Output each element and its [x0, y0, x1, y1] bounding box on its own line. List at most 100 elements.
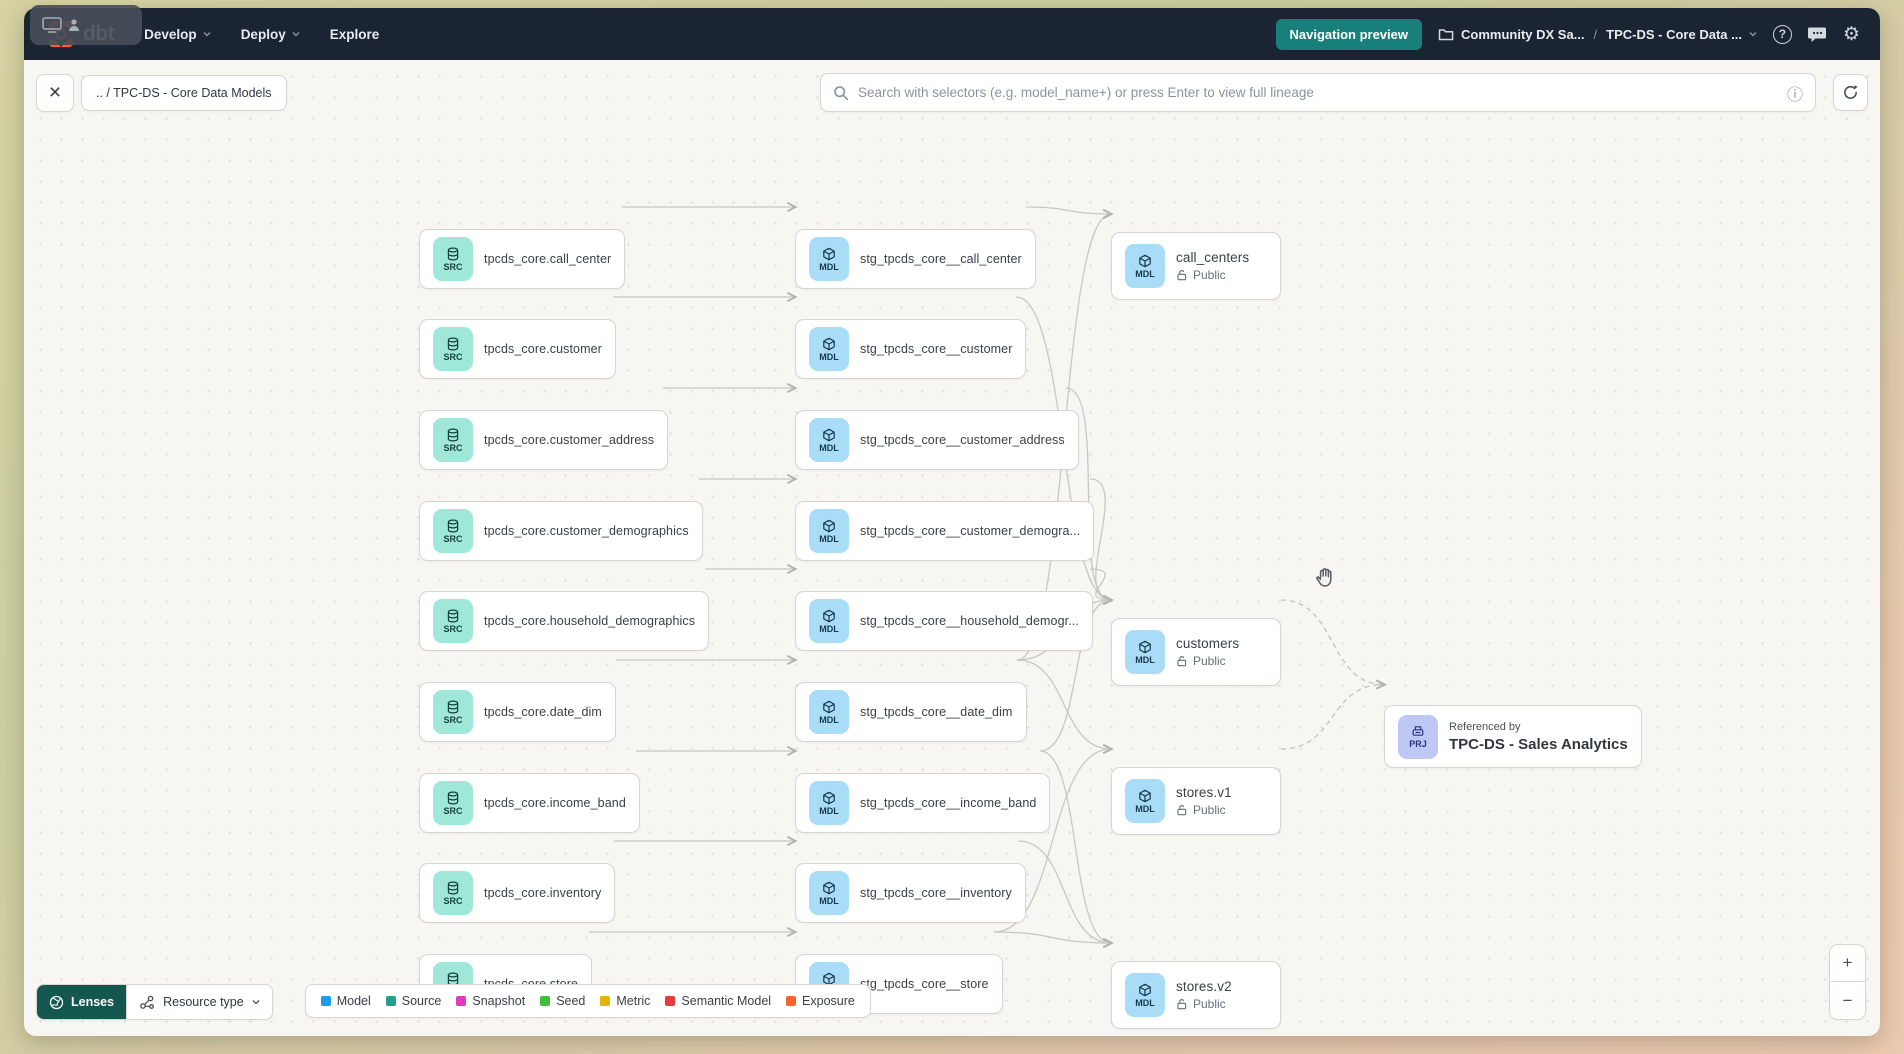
search-icon	[834, 85, 849, 100]
node-label: tpcds_core.customer_demographics	[484, 524, 689, 538]
lenses-button[interactable]: Lenses	[37, 985, 127, 1019]
cube-icon	[823, 881, 835, 894]
node-label: stores.v1	[1176, 785, 1232, 800]
node-label: stg_tpcds_core__income_band	[860, 796, 1037, 810]
refresh-icon	[1844, 85, 1858, 99]
mdl-badge: MDL	[809, 327, 849, 371]
chevron-down-icon[interactable]	[1749, 30, 1757, 38]
nav-menu-deploy[interactable]: Deploy	[241, 27, 300, 42]
cube-icon	[823, 609, 835, 622]
node-label: customers	[1176, 636, 1240, 651]
nav-menu-develop[interactable]: Develop	[144, 27, 211, 42]
cube-icon	[823, 428, 835, 441]
capture-indicator	[30, 5, 142, 45]
visibility-badge: Public	[1176, 803, 1232, 817]
public-unlock-icon	[1177, 656, 1187, 667]
legend-item-metric: Metric	[600, 994, 650, 1008]
lineage-breadcrumb-chip[interactable]: .. / TPC-DS - Core Data Models	[81, 75, 287, 111]
node-label: stg_tpcds_core__call_center	[860, 252, 1022, 266]
node-label: TPC-DS - Sales Analytics	[1449, 735, 1628, 753]
info-icon[interactable]: ⓘ	[1786, 86, 1803, 104]
database-icon	[447, 609, 459, 622]
node-label: stg_tpcds_core__customer	[860, 342, 1013, 356]
nav-menu-explore[interactable]: Explore	[329, 26, 380, 42]
legend-item-semantic-model: Semantic Model	[665, 994, 771, 1008]
mdl-badge: MDL	[1125, 244, 1165, 288]
nav-right-cluster: Navigation preview Community DX Sa... / …	[1275, 18, 1860, 50]
zoom-out-button[interactable]: −	[1830, 982, 1865, 1019]
node-label: tpcds_core.inventory	[484, 886, 602, 900]
cube-icon	[1139, 983, 1151, 996]
close-lineage-button[interactable]: ×	[36, 74, 74, 112]
lens-icon	[49, 995, 64, 1009]
breadcrumb: Community DX Sa... / TPC-DS - Core Data …	[1438, 27, 1757, 42]
mdl-badge: MDL	[809, 509, 849, 553]
breadcrumb-separator: /	[1593, 26, 1598, 42]
legend-item-seed: Seed	[540, 994, 585, 1008]
folder-icon	[1438, 29, 1454, 41]
src-badge: SRC	[433, 237, 473, 281]
node-label: tpcds_core.date_dim	[484, 705, 602, 719]
chevron-down-icon	[252, 1000, 260, 1005]
feedback-icon[interactable]	[1807, 26, 1827, 43]
node-label: tpcds_core.customer	[484, 342, 602, 356]
cube-icon	[823, 519, 835, 532]
project-breadcrumb[interactable]: Community DX Sa...	[1461, 26, 1585, 42]
database-icon	[447, 337, 459, 350]
node-tpcds_core.customer_demographics[interactable]: SRC tpcds_core.customer_demographics	[419, 501, 703, 561]
node-TPC-DS - Sales Analytics[interactable]: PRJReferenced byTPC-DS - Sales Analytics	[1384, 705, 1642, 768]
mdl-badge: MDL	[809, 237, 849, 281]
cube-icon	[823, 337, 835, 350]
legend-swatch	[320, 996, 331, 1006]
node-label: stg_tpcds_core__inventory	[860, 886, 1012, 900]
public-unlock-icon	[1177, 999, 1187, 1010]
help-icon[interactable]: ?	[1772, 24, 1792, 44]
src-badge: SRC	[433, 418, 473, 462]
node-tpcds_core.customer_address[interactable]: SRC tpcds_core.customer_address	[419, 410, 669, 470]
prj-badge: PRJ	[1398, 714, 1438, 759]
visibility-badge: Public	[1176, 268, 1249, 282]
cube-icon	[823, 700, 835, 713]
legend-item-snapshot: Snapshot	[456, 994, 525, 1008]
zoom-in-button[interactable]: +	[1830, 945, 1865, 982]
database-icon	[447, 881, 459, 894]
search-input[interactable]	[858, 85, 1778, 100]
settings-icon[interactable]: ⚙	[1842, 23, 1860, 45]
nav-menus: Develop Deploy Explore	[144, 27, 379, 42]
node-tpcds_core.household_demographics[interactable]: SRC tpcds_core.household_demographics	[419, 591, 710, 651]
node-stg_tpcds_core__call_center[interactable]: MDL stg_tpcds_core__call_center	[795, 229, 1036, 289]
node-label: tpcds_core.household_demographics	[484, 614, 696, 628]
environment-breadcrumb[interactable]: TPC-DS - Core Data ...	[1606, 26, 1742, 42]
src-badge: SRC	[433, 509, 473, 553]
node-label: tpcds_core.income_band	[484, 796, 626, 810]
database-icon	[447, 247, 459, 260]
refresh-lineage-button[interactable]	[1833, 74, 1868, 111]
navigation-preview-button[interactable]: Navigation preview	[1275, 18, 1422, 50]
chevron-down-icon	[203, 32, 211, 37]
person-icon	[69, 19, 79, 31]
node-tpcds_core.call_center[interactable]: SRC tpcds_core.call_center	[419, 229, 626, 289]
node-stg_tpcds_core__customer[interactable]: MDL stg_tpcds_core__customer	[795, 319, 1027, 379]
legend-swatch	[385, 996, 396, 1006]
mdl-badge: MDL	[809, 599, 849, 643]
node-label: tpcds_core.call_center	[484, 252, 612, 266]
node-label: stg_tpcds_core__date_dim	[860, 705, 1013, 719]
node-label: tpcds_core.customer_address	[484, 433, 655, 447]
resource-type-button[interactable]: Resource type	[126, 985, 272, 1019]
src-badge: SRC	[433, 599, 473, 643]
